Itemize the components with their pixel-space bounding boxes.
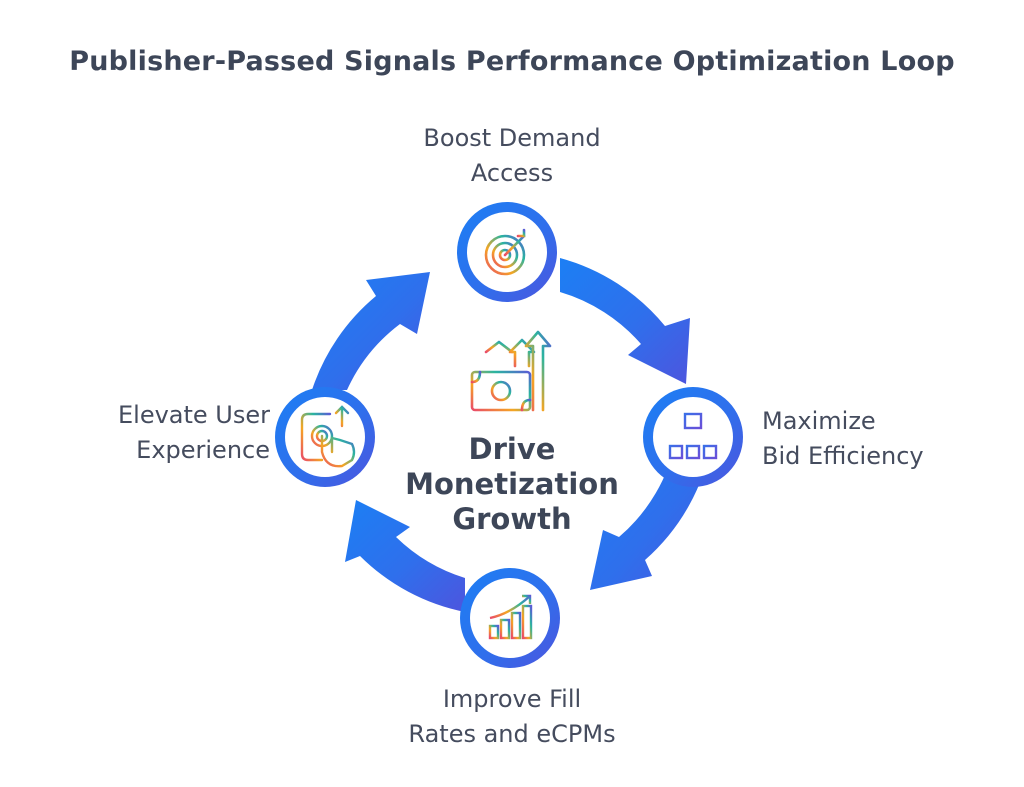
step-label-line: Improve Fill xyxy=(442,685,582,713)
ring-segment-top-right xyxy=(560,258,690,384)
step-label-line: Rates and eCPMs xyxy=(408,720,616,748)
node-left xyxy=(275,387,375,487)
step-label-line: Access xyxy=(470,159,554,187)
step-label-elevate-user-experience: Elevate User Experience xyxy=(50,398,270,468)
bar-chart-growth-icon xyxy=(488,594,533,640)
step-label-line: Maximize xyxy=(762,407,876,435)
center-goal-label: Drive Monetization Growth xyxy=(362,432,662,537)
step-label-line: Bid Efficiency xyxy=(762,442,924,470)
touch-hand-icon xyxy=(300,405,356,468)
step-label-maximize-bid-efficiency: Maximize Bid Efficiency xyxy=(762,404,982,474)
center-goal-line: Monetization xyxy=(405,467,619,501)
step-label-line: Experience xyxy=(136,436,270,464)
step-label-line: Elevate User xyxy=(117,401,270,429)
step-label-line: Boost Demand xyxy=(423,124,601,152)
ring-segment-bottom-left xyxy=(345,500,465,612)
center-goal-line: Drive xyxy=(468,432,556,466)
node-right xyxy=(643,387,743,487)
center-goal-line: Growth xyxy=(452,502,572,536)
page-title: Publisher-Passed Signals Performance Opt… xyxy=(69,46,955,77)
ring-segment-left-top xyxy=(312,272,430,390)
target-icon xyxy=(484,228,532,276)
step-label-boost-demand-access: Boost Demand Access xyxy=(362,121,662,191)
money-growth-icon xyxy=(470,330,552,412)
step-label-improve-fill-rates: Improve Fill Rates and eCPMs xyxy=(352,682,672,752)
node-top xyxy=(457,202,557,302)
hierarchy-icon xyxy=(668,412,718,460)
node-bottom xyxy=(460,568,560,668)
